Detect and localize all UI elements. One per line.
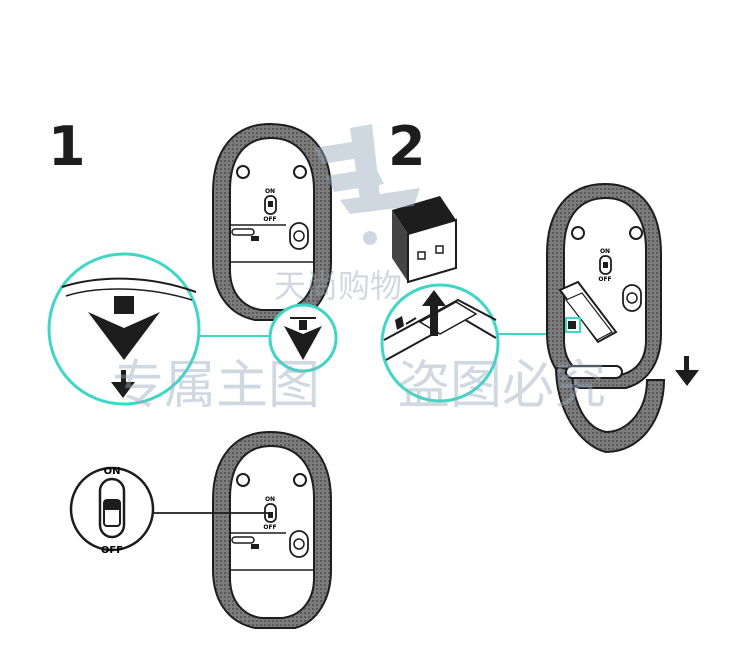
watermark-left: 专属主图 [112,356,321,416]
callout-small-arrow [268,303,338,373]
down-arrow-icon [111,370,135,398]
step-number-1: 1 [48,115,86,178]
watermark-shop-name: 天尚购物 [274,267,403,305]
svg-text:ON: ON [600,248,610,255]
mouse-on-label: ON OFF [263,188,276,223]
callout-receiver-slot [380,283,500,403]
switch-on-label: ON [104,466,121,477]
battery-cover [554,365,666,454]
svg-text:OFF: OFF [263,216,276,223]
callout-large-arrow [47,252,201,406]
switch-off-label: OFF [101,545,123,556]
step-number-2: 2 [388,115,426,178]
svg-text:ON: ON [265,188,275,195]
svg-text:OFF: OFF [263,524,276,531]
watermark-right: 盗图必究 [398,356,607,416]
svg-text:OFF: OFF [598,276,611,283]
mouse-bottom-view-lower: ON OFF [212,430,332,629]
mouse-open-view: ON OFF [546,182,662,389]
svg-text:ON: ON [265,496,275,503]
power-switch-zoom: ON OFF [69,466,155,556]
shop-logo-watermark [314,124,420,245]
usb-receiver [392,196,457,284]
down-arrow-icon-cover [675,356,699,386]
mouse-bottom-view-top [212,122,332,321]
